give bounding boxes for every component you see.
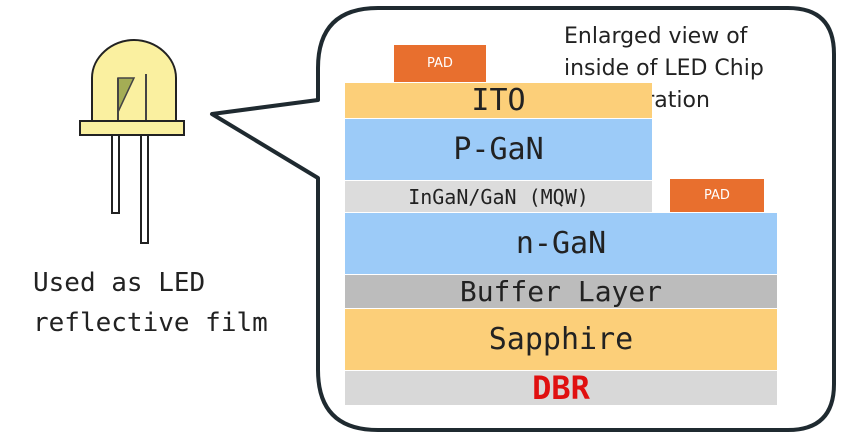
led-caption-line-1: Used as LED bbox=[33, 268, 206, 298]
pad-top: PAD bbox=[394, 45, 486, 82]
led-lead-left bbox=[111, 134, 120, 214]
layer-buffer: Buffer Layer bbox=[345, 275, 777, 308]
layer-ito: ITO bbox=[345, 83, 652, 118]
layer-n-gan: n-GaN bbox=[345, 213, 777, 274]
layer-p-gan: P-GaN bbox=[345, 119, 652, 180]
pad-right: PAD bbox=[670, 179, 764, 212]
led-flange bbox=[79, 120, 185, 136]
led-bulb-icon bbox=[79, 38, 185, 244]
layer-dbr: DBR bbox=[345, 369, 777, 407]
led-caption-line-2: reflective film bbox=[33, 308, 268, 338]
led-dome bbox=[91, 38, 177, 123]
callout-title-line-1: Enlarged view of bbox=[564, 24, 748, 49]
layer-sapphire: Sapphire bbox=[345, 309, 777, 370]
callout-title-line-2: inside of LED Chip bbox=[564, 56, 764, 81]
led-lead-right bbox=[140, 134, 149, 244]
layer-mqw: InGaN/GaN (MQW) bbox=[345, 181, 652, 212]
